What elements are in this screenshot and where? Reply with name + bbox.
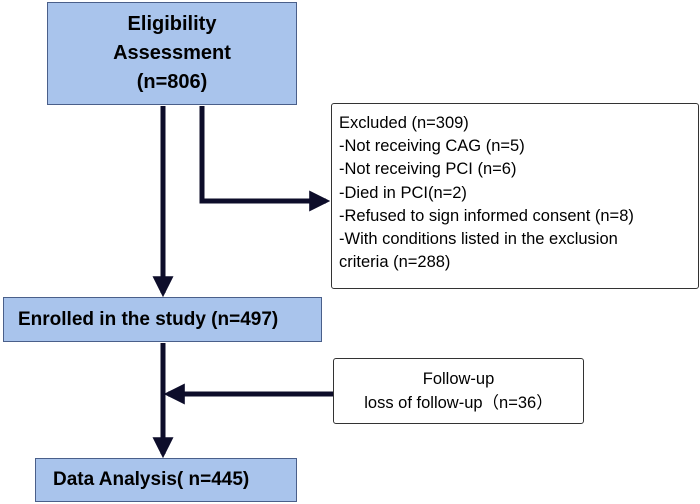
eligibility-count: (n=806)	[136, 71, 208, 93]
enrolled-box: Enrolled in the study (n=497)	[3, 297, 322, 342]
excluded-box: Excluded (n=309) -Not receiving CAG (n=5…	[331, 103, 699, 289]
eligibility-title-line2: Assessment	[113, 42, 231, 64]
followup-title: Follow-up	[422, 370, 495, 388]
data-analysis-box: Data Analysis( n=445)	[35, 458, 297, 502]
excluded-reason-died: -Died in PCI(n=2)	[339, 183, 467, 202]
excluded-reason-pci: -Not receiving PCI (n=6)	[339, 160, 517, 179]
followup-loss: loss of follow-up（n=36）	[364, 394, 553, 412]
excluded-reason-cag: -Not receiving CAG (n=5)	[339, 137, 525, 156]
analysis-label: Data Analysis( n=445)	[53, 469, 250, 490]
arrow-to-excluded	[199, 106, 331, 212]
eligibility-assessment-box: Eligibility Assessment (n=806)	[47, 2, 297, 105]
excluded-reason-conditions: -With conditions listed in the exclusion	[339, 230, 618, 249]
excluded-title: Excluded (n=309)	[339, 114, 469, 132]
eligibility-title-line1: Eligibility	[127, 13, 217, 35]
followup-box: Follow-up loss of follow-up（n=36）	[333, 358, 584, 424]
enrolled-label: Enrolled in the study (n=497)	[18, 308, 279, 330]
excluded-reason-conditions-cont: criteria (n=288)	[339, 253, 451, 272]
excluded-reason-consent: -Refused to sign informed consent (n=8)	[339, 206, 634, 225]
